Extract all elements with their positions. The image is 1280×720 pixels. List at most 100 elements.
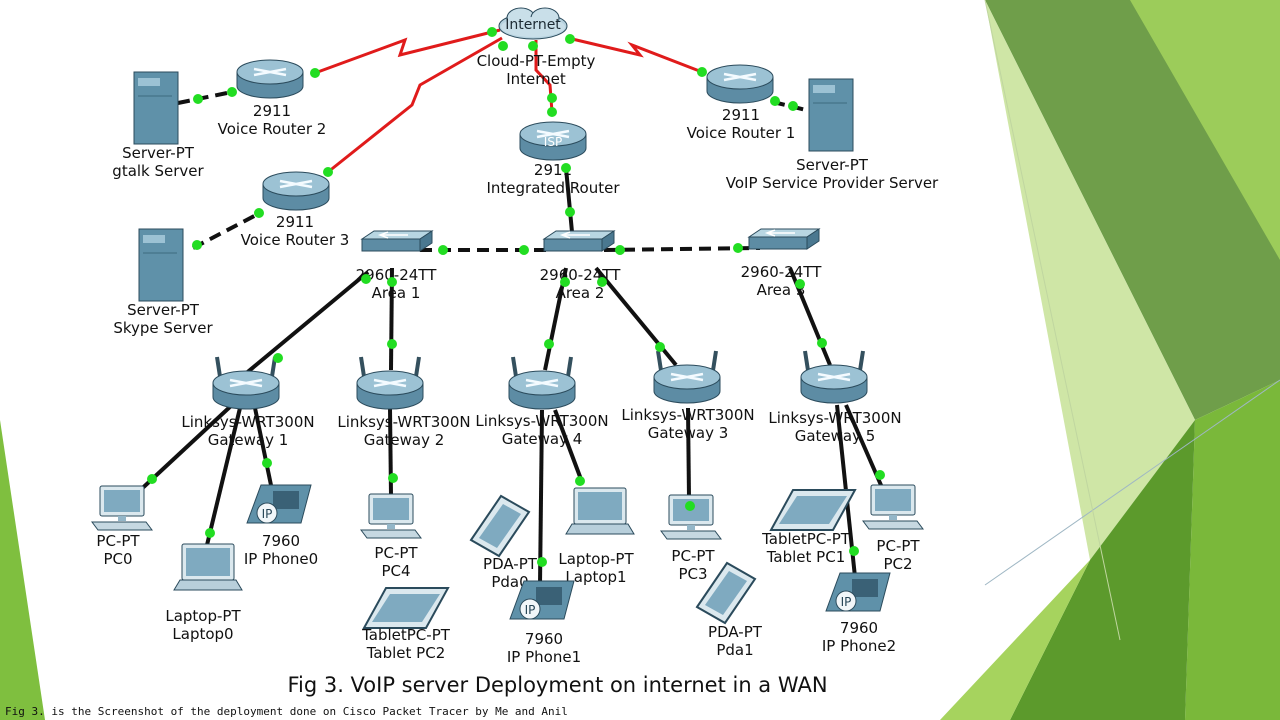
device-model-label: Server-PT [127,301,200,319]
device-model-label: PC-PT [876,537,920,555]
facet-lower-dark [1010,420,1195,720]
device-model-label: 2911 [253,102,291,120]
device-name-label: Area 2 [556,284,605,302]
wireless-icon [800,350,868,404]
router-icon [262,171,330,211]
facet-thin-line-2 [984,0,1121,641]
device-model-label: PC-PT [96,532,140,550]
device-model-label: TabletPC-PT [761,530,851,548]
router-icon: ISP [519,121,587,161]
phone-icon: IP [509,580,575,620]
phone-icon: IP [246,484,312,524]
device-model-label: Server-PT [796,156,869,174]
wireless-icon [356,356,424,410]
facet-right-green [1185,380,1280,720]
port-indicator-dot [310,68,320,78]
device-model-label: Linksys-WRT300N [621,406,754,424]
device-name-label: PC2 [883,555,912,573]
link-vr2-srv_gtalk [177,90,233,105]
cloud-icon-label: Internet [505,17,561,33]
device-name-label: VoIP Service Provider Server [726,174,939,192]
device-model-label: Linksys-WRT300N [475,412,608,430]
device-name-label: gtalk Server [112,162,204,180]
switch-icon [360,230,434,252]
link-cloud-vr1 [567,36,703,74]
port-indicator-dot [849,546,859,556]
device-model-label: 7960 [840,619,878,637]
switch-icon [747,228,821,250]
device-model-label: PC-PT [671,547,715,565]
device-name-label: Integrated Router [486,179,620,197]
device-name-label: Area 3 [757,281,806,299]
device-name-label: Laptop1 [565,568,626,586]
pda-icon [469,494,531,558]
link-vr3-srv_skype [192,210,263,250]
device-name-label: Area 1 [372,284,421,302]
nodes-layer: InternetCloud-PT-EmptyInternetISP2911Int… [91,7,939,666]
port-indicator-dot [795,279,805,289]
device-name-label: Gateway 1 [208,431,289,449]
facet-top-light [1130,0,1280,260]
device-name-label: Skype Server [113,319,213,337]
server-icon [808,78,854,152]
link-gw1-laptop0 [205,407,242,546]
tablet-icon [769,489,857,531]
port-indicator-dot [655,342,665,352]
port-indicator-dot [565,207,575,217]
port-indicator-dot [227,87,237,97]
device-model-label: 2960-24TT [741,263,823,281]
laptop-icon [565,487,635,535]
port-indicator-dot [273,353,283,363]
link-gw4-phone1 [538,409,544,586]
port-indicator-dot [361,274,371,284]
server-icon [138,228,184,302]
port-indicator-dot [192,240,202,250]
device-name-label: Laptop0 [172,625,233,643]
port-indicator-dot [519,245,529,255]
link-gw4-laptop1 [553,409,584,483]
cloud-icon: Internet [498,7,568,40]
pc-icon [360,493,422,539]
device-model-label: 2960-24TT [356,266,438,284]
link-sw1-gw1 [242,270,370,377]
port-indicator-dot [205,528,215,538]
device-model-label: Server-PT [122,144,195,162]
switch-icon [542,230,616,252]
ip-badge: IP [841,595,852,609]
ip-badge: IP [525,603,536,617]
facet-mid-pale [985,0,1195,560]
port-indicator-dot [547,107,557,117]
port-indicator-dot [528,41,538,51]
device-name-label: Voice Router 2 [218,120,327,138]
device-model-label: TabletPC-PT [361,626,451,644]
